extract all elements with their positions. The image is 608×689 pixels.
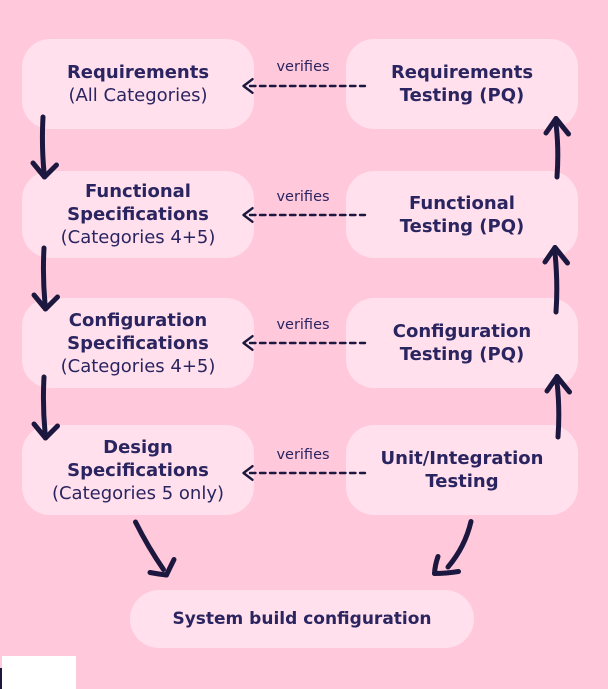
box-title: Testing (PQ) bbox=[399, 344, 525, 365]
verifies-label-3: verifies bbox=[276, 317, 330, 333]
box-requirements: Requirements (All Categories) bbox=[22, 39, 254, 129]
box-functional-testing: Functional Testing (PQ) bbox=[346, 171, 578, 258]
verifies-label-2: verifies bbox=[276, 189, 330, 205]
verifies-label-1: verifies bbox=[276, 59, 330, 75]
box-configuration-testing: Configuration Testing (PQ) bbox=[346, 298, 578, 388]
box-unit-integration-testing: Unit/Integration Testing bbox=[346, 425, 578, 515]
box-title: Testing bbox=[425, 471, 499, 492]
box-system-build-configuration: System build configuration bbox=[130, 590, 474, 648]
box-title: Specifications bbox=[67, 204, 209, 225]
box-title: Requirements bbox=[66, 62, 210, 83]
box-title: Functional bbox=[409, 192, 515, 214]
box-subtitle: (Categories 5 only) bbox=[51, 482, 225, 504]
box-title: Testing (PQ) bbox=[399, 85, 525, 106]
box-title: Specifications bbox=[67, 332, 209, 354]
box-title: Specifications bbox=[67, 459, 209, 481]
box-title: Requirements bbox=[390, 62, 534, 83]
box-title: Configuration bbox=[68, 309, 208, 331]
diagonal-arrow-right bbox=[432, 519, 474, 576]
verifies-label-4: verifies bbox=[276, 447, 330, 463]
box-subtitle: (Categories 4+5) bbox=[60, 227, 216, 248]
box-title: Configuration bbox=[392, 321, 532, 342]
diagonal-arrow-left bbox=[133, 519, 177, 578]
box-design-specifications: Design Specifications (Categories 5 only… bbox=[22, 425, 254, 515]
box-configuration-specifications: Configuration Specifications (Categories… bbox=[22, 298, 254, 388]
box-title: Design bbox=[103, 436, 173, 458]
white-rectangle bbox=[2, 656, 76, 689]
box-functional-specifications: Functional Specifications (Categories 4+… bbox=[22, 171, 254, 258]
box-subtitle: (All Categories) bbox=[68, 85, 208, 106]
box-title: Testing (PQ) bbox=[399, 215, 525, 237]
box-title: Functional bbox=[85, 181, 191, 202]
box-requirements-testing: Requirements Testing (PQ) bbox=[346, 39, 578, 129]
box-subtitle: (Categories 4+5) bbox=[60, 355, 216, 377]
box-title: Unit/Integration bbox=[380, 448, 544, 469]
navy-sliver bbox=[0, 668, 2, 689]
box-title: System build configuration bbox=[172, 608, 432, 629]
